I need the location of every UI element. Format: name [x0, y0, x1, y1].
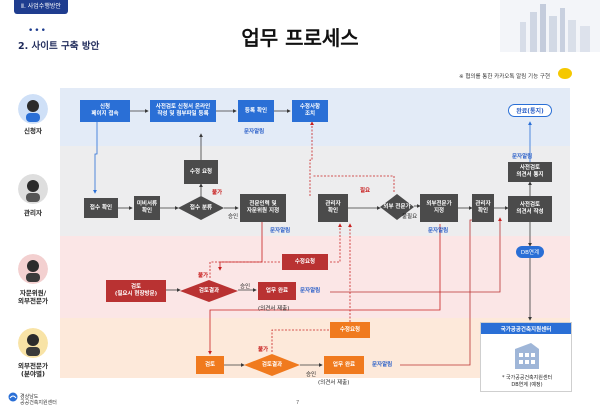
- national-center-title: 국가공공건축지원센터: [481, 323, 571, 334]
- approve-label-1: 승인: [228, 214, 239, 220]
- sms-label-committee: 문자알림: [300, 288, 321, 294]
- reject-label-1: 불가: [212, 190, 223, 196]
- external-review-step[interactable]: 검토: [196, 356, 224, 374]
- external-review-decision[interactable]: 외부 전문가: [380, 194, 414, 220]
- receipt-check-step[interactable]: 접수 확인: [84, 198, 118, 218]
- manager-check-2-step[interactable]: 관리자 확인: [472, 194, 494, 222]
- page-number: 7: [296, 400, 300, 406]
- assign-external-step[interactable]: 외부전문가 지정: [420, 194, 458, 222]
- assign-expert-step[interactable]: 전문인력 및 자문위원 지정: [240, 194, 286, 222]
- register-check-step[interactable]: 등록 확인: [238, 100, 274, 122]
- db-link-badge: DB연계: [516, 246, 544, 258]
- committee-opinion-label: (의견서 제출): [258, 306, 290, 312]
- approve-label-2: 승인: [240, 284, 251, 290]
- sms-label-notify: 문자알림: [512, 154, 533, 160]
- sms-label-assign: 문자알림: [270, 228, 291, 234]
- sms-label-external-done: 문자알림: [372, 362, 393, 368]
- revise-action-step[interactable]: 수정사항 조치: [292, 100, 328, 122]
- approve-label-3: 승인: [306, 372, 317, 378]
- external-opinion-label: (의견서 제출): [318, 380, 350, 386]
- apply-page-step[interactable]: 신청 페이지 접속: [80, 100, 130, 122]
- external-result-decision[interactable]: 검토결과: [244, 354, 300, 376]
- sms-label-external: 문자알림: [428, 228, 449, 234]
- committee-avatar-icon: [18, 254, 48, 284]
- dots-decoration: •••: [28, 26, 47, 36]
- external-avatar-icon: [18, 328, 48, 358]
- footer-logo-text: 경상남도 공공건축지원센터: [20, 394, 57, 406]
- committee-review-step[interactable]: 검토 (필요시 현장방문): [106, 280, 166, 302]
- done-notify-badge: 완료(통지): [508, 104, 552, 117]
- reject-label-3: 불가: [258, 347, 269, 353]
- building-icon: [515, 343, 539, 369]
- needed-label: 필요: [360, 188, 371, 194]
- missing-docs-step[interactable]: 미비서류 확인: [134, 196, 160, 220]
- apply-online-step[interactable]: 사전검토 신청서 온라인 작성 및 첨부파일 등록: [150, 100, 216, 122]
- city-skyline-image: [500, 0, 600, 52]
- committee-revise-step[interactable]: 수정요청: [282, 254, 328, 270]
- lane-committee: [60, 236, 570, 318]
- sms-label-register: 문자알림: [244, 129, 265, 135]
- national-center-panel: 국가공공건축지원센터 * 국가공공건축지원센터 DB연계 (예정): [480, 322, 572, 392]
- opinion-notify-step[interactable]: 사전검토 의견서 통지: [508, 162, 552, 182]
- manager-check-step[interactable]: 관리자 확인: [318, 194, 348, 222]
- not-needed-label: 불필요: [402, 214, 418, 220]
- committee-complete-step[interactable]: 업무 완료: [258, 282, 296, 300]
- actor-external: 외부전문가 (분야별): [18, 362, 48, 378]
- receipt-branch-decision[interactable]: 접수 분류: [178, 196, 224, 220]
- manager-avatar-icon: [18, 174, 48, 204]
- revise-request-step[interactable]: 수정 요청: [184, 160, 218, 184]
- page-title: 업무 프로세스: [241, 26, 359, 50]
- gyeongnam-logo-icon: [8, 392, 18, 402]
- external-revise-step[interactable]: 수정요청: [330, 322, 370, 338]
- actor-committee: 자문위원/ 외부전문가: [18, 289, 48, 305]
- opinion-write-step[interactable]: 사전검토 의견서 작성: [508, 196, 552, 222]
- committee-result-decision[interactable]: 검토결과: [180, 280, 238, 302]
- section-tab: Ⅱ. 사업수행방안: [14, 0, 68, 14]
- actor-manager: 관리자: [24, 209, 42, 217]
- national-center-note: * 국가공공건축지원센터 DB연계 (예정): [501, 375, 553, 388]
- actor-applicant: 신청자: [24, 127, 42, 135]
- applicant-avatar-icon: [18, 94, 48, 124]
- reject-label-2: 불가: [198, 273, 209, 279]
- kakao-note: ※ 협의를 통한 카카오톡 알림 기능 구현: [459, 74, 550, 80]
- kakao-icon: [558, 68, 572, 79]
- section-title: 2. 사이트 구축 방안: [18, 41, 100, 52]
- external-complete-step[interactable]: 업무 완료: [324, 356, 364, 374]
